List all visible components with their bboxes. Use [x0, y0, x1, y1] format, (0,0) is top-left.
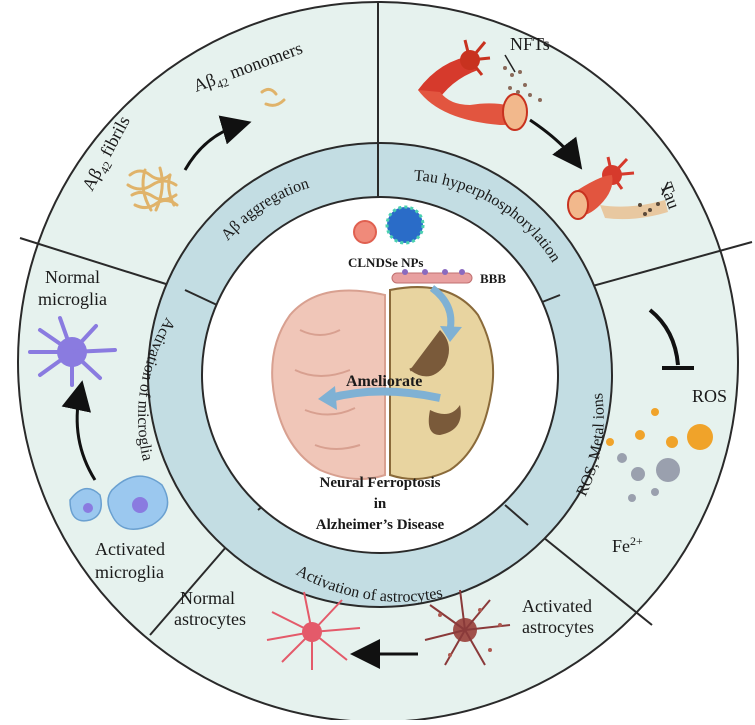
bbb-crossing-arrow [429, 285, 455, 331]
brain-illustration [271, 286, 495, 480]
label-activated-microglia-2: microglia [95, 562, 164, 582]
ameliorate-arrow [328, 387, 441, 402]
center-title-line1: Neural Ferroptosis [320, 475, 441, 491]
label-normal-astrocytes-1: Normal [180, 588, 235, 608]
nanoparticles-illustration [353, 205, 425, 245]
label-clndse-nps: CLNDSe NPs [348, 255, 423, 270]
bbb-illustration [391, 269, 473, 284]
tau-arrow [529, 118, 583, 170]
label-normal-microglia-1: Normal [45, 267, 100, 287]
label-normal-microglia-2: microglia [38, 289, 107, 309]
normal-astrocyte-illustration [266, 591, 361, 670]
center-title-line2: in [374, 496, 387, 512]
ros-inhibit-symbol [648, 308, 694, 370]
label-bbb: BBB [480, 271, 506, 286]
label-activated-microglia-1: Activated [95, 539, 165, 559]
neuron-tau-illustration [567, 156, 669, 220]
microglia-arrow [61, 380, 97, 481]
neuron-nfts-illustration [418, 39, 542, 131]
activated-astrocyte-illustration [424, 589, 511, 666]
label-activated-astrocytes-1: Activated [522, 596, 592, 616]
normal-microglia-illustration [28, 316, 117, 387]
bbb-crossing-arrowhead [440, 326, 462, 342]
label-activated-astrocytes-2: astrocytes [522, 617, 594, 637]
label-ros: ROS [692, 386, 727, 406]
ab-fibrils-illustration [126, 166, 179, 212]
ab-monomers-illustration [260, 87, 286, 107]
activated-microglia-illustration [69, 475, 169, 530]
ab-arrow [183, 115, 252, 171]
label-nfts: NFTs [510, 34, 550, 54]
center-title-line3: Alzheimer’s Disease [316, 517, 445, 533]
ros-particles [606, 408, 713, 502]
label-normal-astrocytes-2: astrocytes [174, 609, 246, 629]
ameliorate-arrowhead [318, 386, 337, 410]
label-ameliorate: Ameliorate [346, 373, 422, 390]
